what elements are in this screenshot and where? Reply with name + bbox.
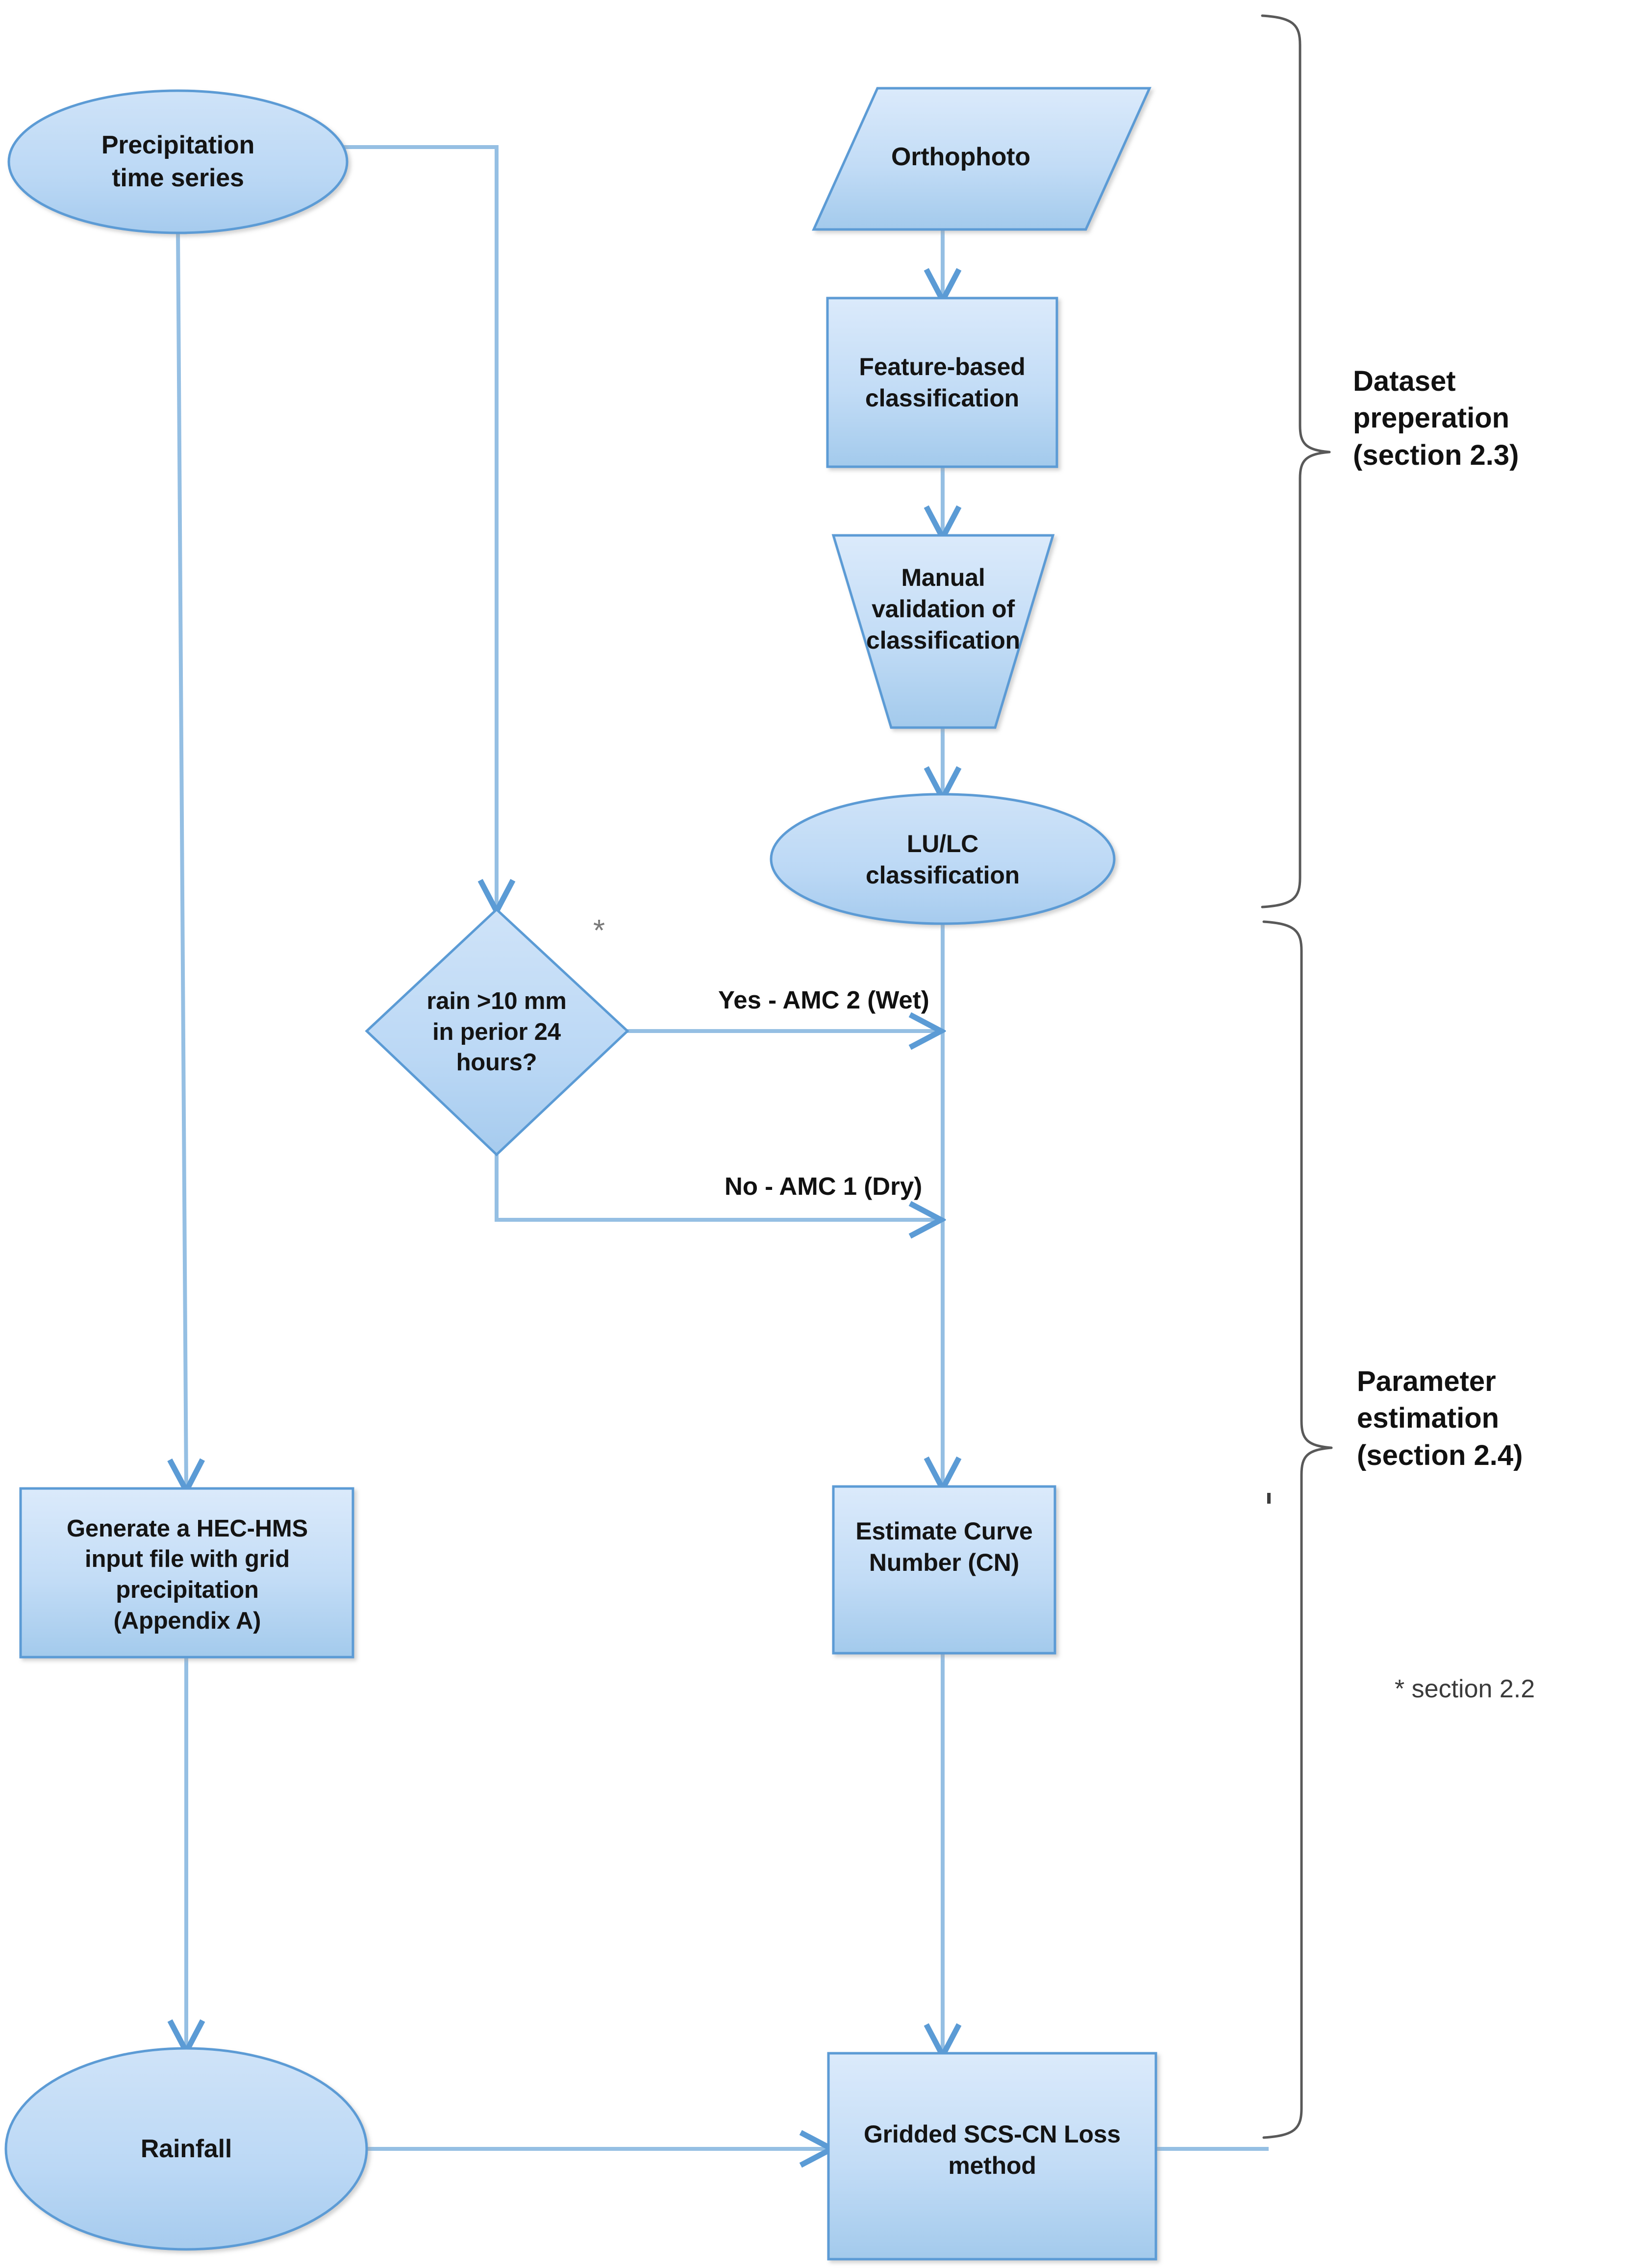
asterisk-marker-icon: * xyxy=(593,914,605,948)
node-orthophoto[interactable] xyxy=(812,87,1151,231)
brace-dataset-preparation xyxy=(1261,14,1331,908)
node-generate-hec-hms-input[interactable] xyxy=(19,1487,354,1659)
dataset-preparation-text: Dataset preperation (section 2.3) xyxy=(1353,365,1519,471)
stray-tick-mark xyxy=(1267,1493,1271,1504)
edge-label-no-amc1: No - AMC 1 (Dry) xyxy=(725,1172,923,1200)
node-manual-validation-of-classification[interactable] xyxy=(831,534,1055,729)
parameter-estimation-text: Parameter estimation (section 2.4) xyxy=(1357,1365,1523,1471)
node-feature-based-classification[interactable] xyxy=(826,297,1058,468)
node-gridded-scs-cn-loss[interactable] xyxy=(827,2052,1157,2261)
footnote-section-2-2: * section 2.2 xyxy=(1395,1675,1535,1703)
brace-parameter-estimation xyxy=(1262,920,1333,2139)
node-estimate-curve-number[interactable] xyxy=(832,1485,1056,1655)
connector-decision-no xyxy=(495,1155,938,1220)
node-lulc-classification[interactable] xyxy=(770,793,1116,925)
edge-label-yes-amc2: Yes - AMC 2 (Wet) xyxy=(718,986,929,1014)
connector-precipitation-to-hecinput xyxy=(178,229,186,1487)
brace-label-parameter-estimation: Parameter estimation (section 2.4) xyxy=(1357,1363,1523,1474)
node-rainfall[interactable] xyxy=(4,2047,368,2251)
brace-label-dataset-preparation: Dataset preperation (section 2.3) xyxy=(1353,363,1519,474)
node-precipitation-time-series[interactable] xyxy=(7,89,349,234)
node-rain-decision[interactable] xyxy=(365,907,629,1157)
